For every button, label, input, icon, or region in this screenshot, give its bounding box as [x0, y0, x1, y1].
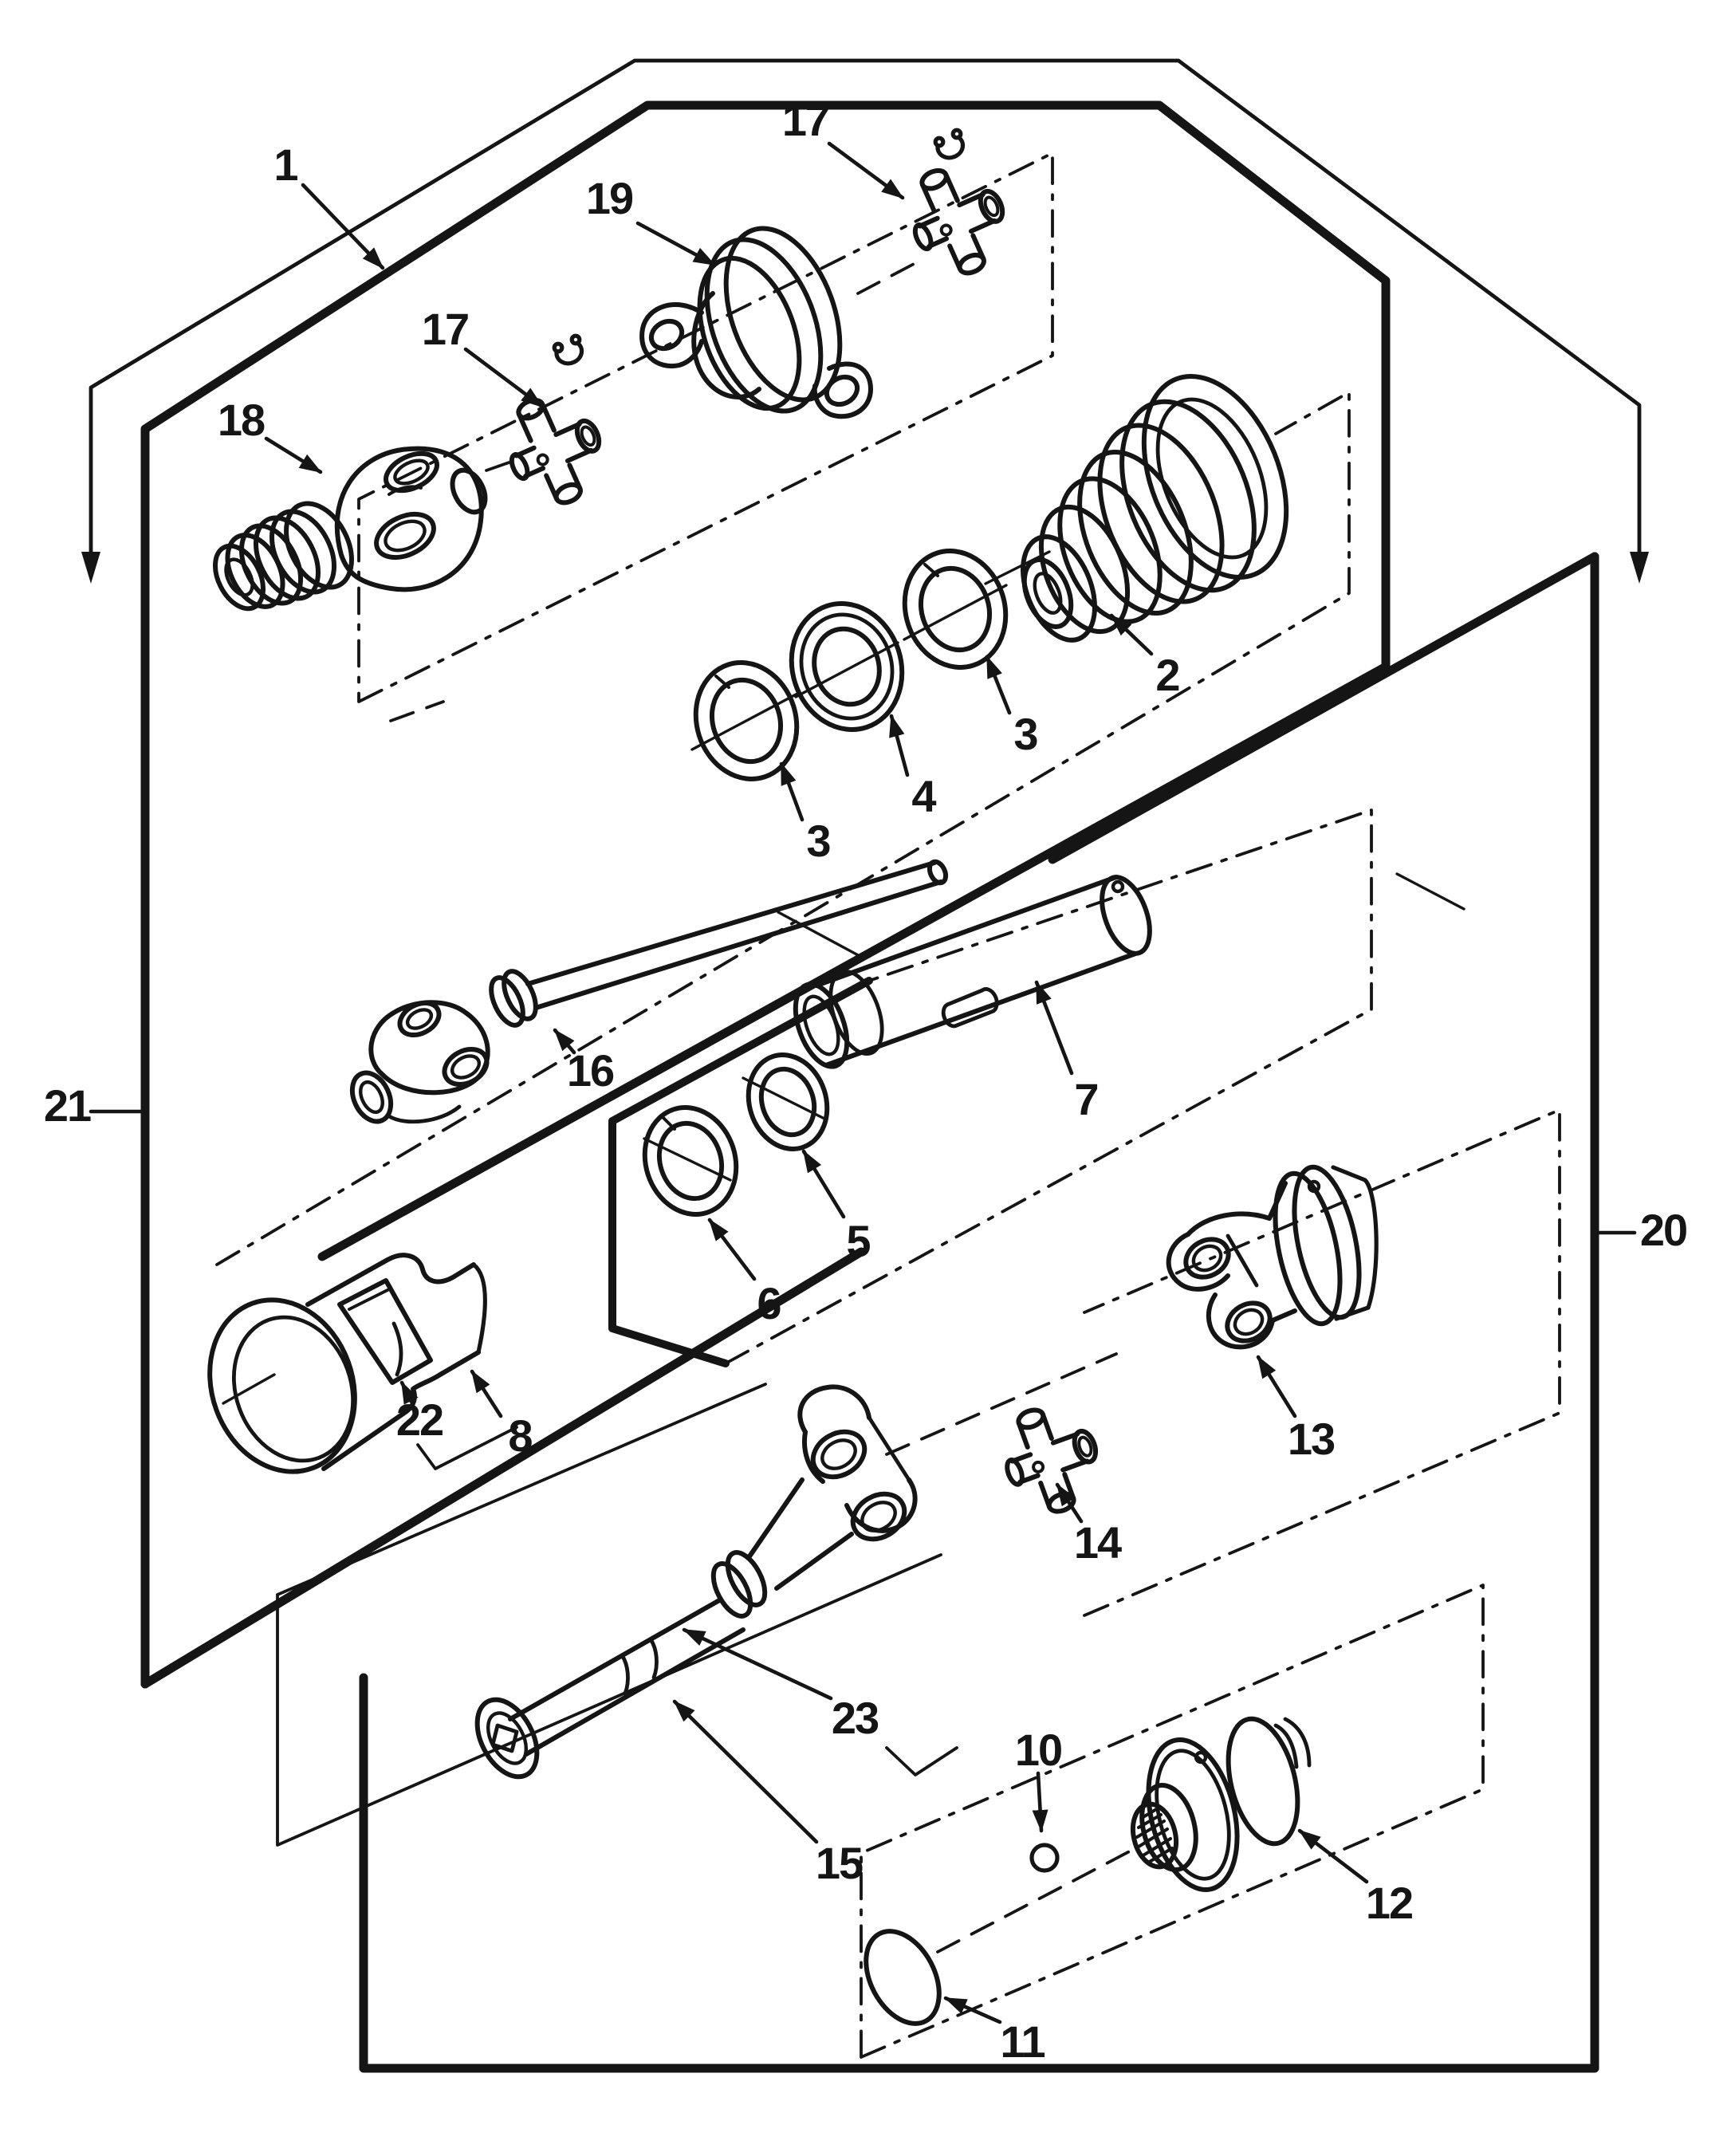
phantom-box-fold: [608, 977, 873, 1367]
part-callout-21-13: 21: [43, 1080, 92, 1131]
part-callout-11-23: 11: [1000, 2016, 1045, 2067]
part-15-yoke-shaft: [474, 1384, 918, 1780]
part-callout-4-7: 4: [911, 770, 936, 821]
part-10-pin: [1029, 1843, 1060, 1873]
leader-lines: [89, 141, 1637, 2024]
phantom-boxes: [215, 151, 1561, 2059]
part-19-coupling: [639, 226, 873, 419]
part-12-coupler: [1130, 1716, 1312, 1892]
part-16-yoke-shaft: [349, 859, 949, 1124]
part-callout-23-19: 23: [831, 1692, 879, 1743]
part-callout-3-6: 3: [1013, 708, 1038, 759]
part-18-cv-body: [212, 446, 488, 612]
right-shield-sheet: [359, 552, 1599, 2073]
part-callout-17-3: 17: [421, 303, 470, 354]
part-7-guard-tube: [793, 875, 1152, 1069]
part-callout-1-0: 1: [273, 139, 298, 190]
part-5-bushing: [746, 1052, 830, 1151]
snap-ring-17-left: [552, 333, 584, 366]
part-17-cross-left: [509, 397, 602, 506]
part-14-cross: [1005, 1407, 1099, 1514]
part-callout-16-9: 16: [566, 1045, 615, 1096]
part-callout-3-8: 3: [806, 815, 831, 866]
part-8-bell-guard: [207, 1253, 487, 1474]
part-11-disc: [864, 1929, 942, 2026]
part-callout-12-22: 12: [1365, 1877, 1414, 1928]
part-callout-15-20: 15: [815, 1837, 864, 1888]
part-4-seal: [789, 601, 905, 732]
part-13-yoke: [1166, 1164, 1379, 1350]
part-17-cross-right: [912, 167, 1005, 276]
part-callout-18-4: 18: [217, 394, 266, 445]
part-callout-2-5: 2: [1155, 649, 1180, 700]
lower-shaft-box: [276, 1383, 942, 1847]
left-shield-sheet: [140, 100, 1391, 1689]
part-callout-6-12: 6: [757, 1277, 781, 1328]
part-callout-13-17: 13: [1287, 1413, 1336, 1464]
part-3-seal-left: [693, 660, 800, 781]
part-callout-20-14: 20: [1639, 1204, 1688, 1255]
part-callout-5-11: 5: [846, 1215, 871, 1266]
part-callout-7-10: 7: [1074, 1073, 1099, 1124]
part-callout-17-1: 17: [781, 94, 830, 145]
snap-ring-17-right: [933, 128, 966, 160]
part-6-bushing: [642, 1105, 739, 1217]
part-3-seal-right: [902, 549, 1009, 670]
axis-lines: [389, 262, 1140, 1953]
part-callout-14-18: 14: [1073, 1517, 1122, 1568]
part-callout-8-16: 8: [508, 1410, 533, 1461]
part-callout-19-2: 19: [585, 172, 634, 223]
outer-border: [81, 58, 1649, 584]
part-callout-10-21: 10: [1014, 1724, 1063, 1775]
part-2-bellows: [1021, 373, 1289, 643]
part-callout-22-15: 22: [395, 1394, 444, 1445]
